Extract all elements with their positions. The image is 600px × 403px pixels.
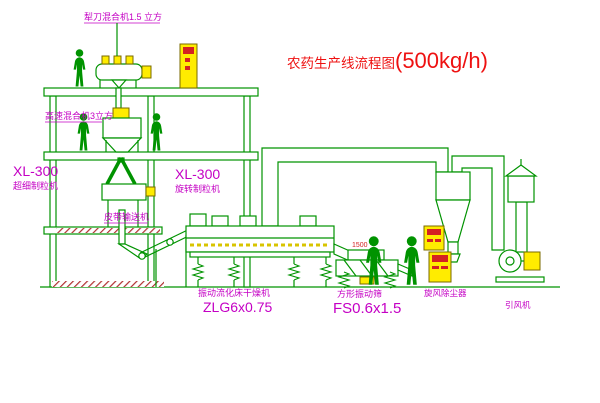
label-granulator-left-name: 超细制粒机	[13, 180, 58, 191]
leader-lines	[45, 22, 160, 224]
worker-roof	[73, 49, 86, 87]
dryer-exhaust-duct	[261, 147, 449, 227]
label-granulator-left-model: XL-300	[13, 163, 58, 179]
induced-draft-fan	[495, 249, 545, 283]
label-sieve-name: 方形振动筛	[337, 288, 382, 299]
label-granulator-mid-model: XL-300	[175, 166, 220, 182]
cyclone-separator	[435, 155, 505, 263]
diagram-title-capacity: (500kg/h)	[395, 48, 488, 73]
high-speed-mixer	[101, 107, 143, 153]
worker-ground-cabinet	[404, 236, 420, 285]
control-cabinet-large	[428, 251, 452, 283]
label-fan: 引风机	[505, 300, 531, 310]
control-cabinet-roof	[179, 43, 198, 89]
dryer-springs	[192, 257, 332, 287]
control-cabinet-small	[423, 225, 445, 251]
building-structure	[43, 87, 259, 288]
label-dryer-name: 振动流化床干燥机	[198, 287, 270, 298]
diagram-title: 农药生产线流程图(500kg/h)	[287, 48, 488, 73]
label-plow-mixer: 犁刀混合机1.5 立方	[84, 11, 162, 22]
vibrating-sieve	[335, 249, 413, 289]
label-belt-conveyor: 皮带输送机	[104, 211, 149, 222]
rotary-granulator	[101, 157, 156, 260]
label-dryer-model: ZLG6x0.75	[203, 299, 272, 315]
label-sieve-model: FS0.6x1.5	[333, 300, 401, 317]
cyclone-outlet-duct	[451, 155, 505, 251]
plow-mixer	[95, 55, 152, 109]
label-high-speed-mixer: 高速混合机3立方	[45, 110, 113, 121]
exhaust-stack	[504, 159, 538, 253]
label-cyclone: 旋风除尘器	[424, 288, 467, 298]
floor-hatch	[56, 228, 160, 233]
diagram-title-main: 农药生产线流程图	[287, 56, 395, 71]
label-granulator-mid-name: 旋转制粒机	[175, 183, 220, 194]
foundation-hatch	[52, 281, 164, 287]
label-sieve-dim: 1500	[352, 242, 368, 249]
